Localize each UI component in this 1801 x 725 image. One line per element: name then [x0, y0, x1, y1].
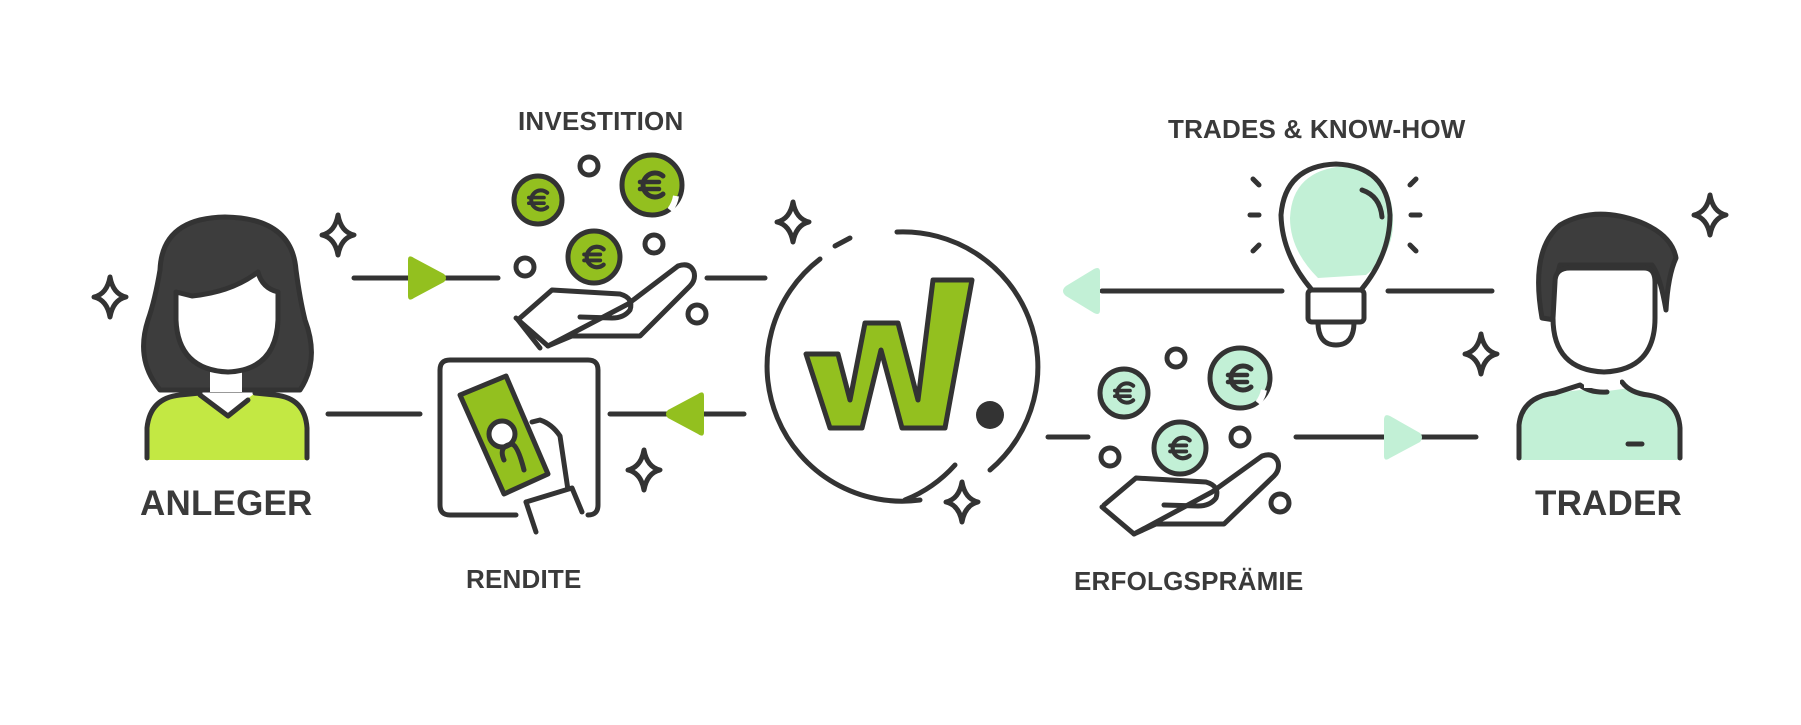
hand-coins-icon — [1097, 345, 1292, 537]
sparkle-icon — [628, 450, 660, 490]
sparkle-icon — [322, 215, 354, 255]
w-logo-icon — [764, 229, 1041, 504]
hand-banknote-icon — [437, 357, 601, 535]
flow-trades-connector — [1063, 268, 1495, 314]
sparkle-icon — [1694, 195, 1726, 235]
man-avatar-icon — [1516, 211, 1683, 461]
lightbulb-icon — [1247, 161, 1423, 348]
trades-knowhow-label: TRADES & KNOW-HOW — [1168, 114, 1466, 144]
flow-rendite-connector — [325, 392, 747, 436]
sparkle-icon — [94, 277, 126, 317]
arrow-left-icon — [666, 392, 704, 436]
flow-investition-connector — [351, 256, 768, 300]
investition-label: INVESTITION — [518, 106, 684, 136]
sparkle-icon — [946, 482, 978, 522]
flow-erfolgspraemie-connector — [1045, 415, 1479, 460]
arrow-left-icon — [1063, 268, 1100, 314]
investor-label: ANLEGER — [140, 484, 313, 523]
rendite-label: RENDITE — [466, 564, 582, 594]
hand-coins-icon — [511, 152, 709, 351]
trader-label: TRADER — [1535, 484, 1683, 523]
arrow-right-icon — [1384, 415, 1422, 460]
woman-avatar-icon — [141, 214, 314, 461]
erfolgspraemie-label: ERFOLGSPRÄMIE — [1074, 566, 1304, 596]
arrow-right-icon — [408, 256, 446, 300]
sparkle-icon — [777, 202, 809, 242]
sparkle-icon — [1465, 334, 1497, 374]
